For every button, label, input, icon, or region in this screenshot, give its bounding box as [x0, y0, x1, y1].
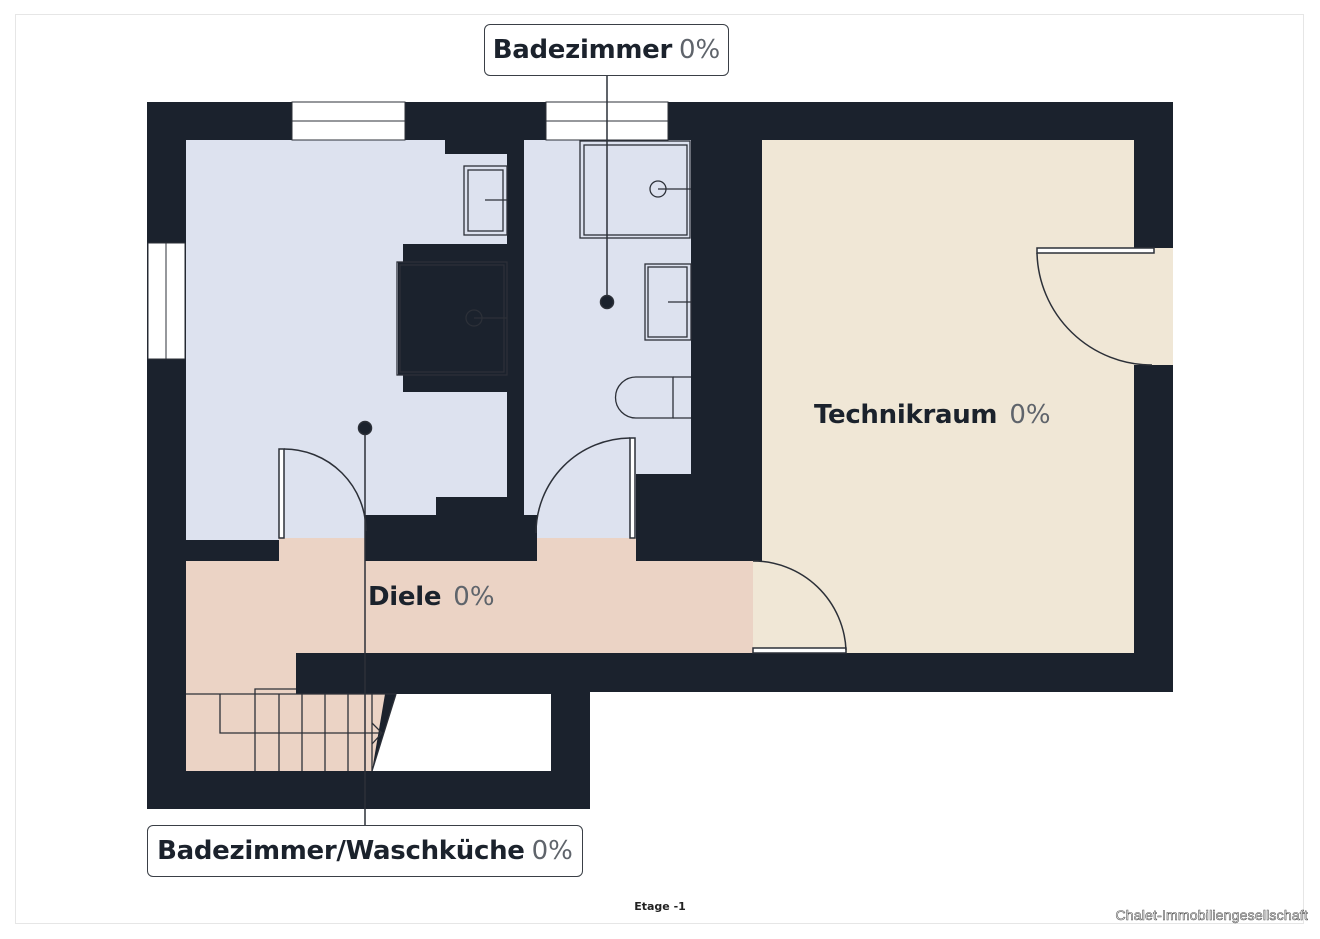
stair-void [372, 694, 551, 771]
room-name: Diele [368, 582, 442, 612]
room-percent: 0% [679, 35, 721, 65]
fixtures [396, 140, 692, 419]
watermark: Chalet-Immobiliengesellschaft [1115, 907, 1308, 924]
floor-label: Etage -1 [634, 900, 686, 913]
room-name: Badezimmer [492, 35, 673, 65]
right-bathroom-floor [524, 140, 691, 540]
stairs [186, 688, 397, 772]
doors [278, 247, 1155, 654]
room-name: Technikraum [814, 400, 998, 430]
page-frame [15, 14, 1304, 924]
technical-room-floor [753, 140, 1173, 653]
leader-lines [357, 76, 615, 826]
room-percent: 0% [531, 836, 573, 866]
room-percent: 0% [453, 582, 495, 612]
room-name: Badezimmer/Waschküche [157, 836, 525, 866]
room-label-badezimmer-waschkueche[interactable]: Badezimmer/Waschküche 0% [147, 825, 583, 877]
room-label-badezimmer[interactable]: Badezimmer 0% [484, 24, 729, 76]
room-percent: 0% [1009, 400, 1051, 430]
room-label-technikraum[interactable]: Technikraum 0% [814, 400, 1051, 430]
room-label-diele[interactable]: Diele 0% [368, 582, 495, 612]
left-bathroom-floor [186, 140, 507, 540]
